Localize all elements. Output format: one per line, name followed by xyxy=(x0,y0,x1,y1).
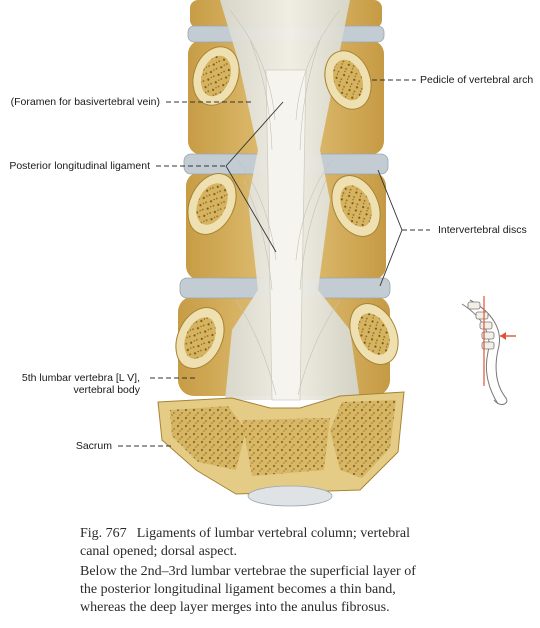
caption-title-line1: Ligaments of lumbar vertebral column; ve… xyxy=(136,526,410,541)
posterior-longitudinal-ligament-shape xyxy=(220,0,360,401)
label-intervertebral-discs: Intervertebral discs xyxy=(438,224,527,236)
caption-title-line2: canal opened; dorsal aspect. xyxy=(80,544,238,559)
figure-number: Fig. 767 xyxy=(80,526,127,541)
orientation-sketch xyxy=(461,296,516,405)
label-pedicle-of-vertebral-arch: Pedicle of vertebral arch xyxy=(420,74,534,86)
caption-desc-line1: Below the 2nd–3rd lumbar vertebrae the s… xyxy=(80,564,416,579)
figure-caption: Fig. 767 Ligaments of lumbar vertebral co… xyxy=(80,525,520,617)
caption-description: Below the 2nd–3rd lumbar vertebrae the s… xyxy=(80,563,520,617)
leader-lines xyxy=(118,79,430,447)
label-posterior-longitudinal-ligament: Posterior longitudinal ligament xyxy=(9,160,150,172)
label-fifth-lumbar-vertebra: 5th lumbar vertebra [L V], vertebral bod… xyxy=(0,372,140,396)
label-fifth-lumbar-vertebra-line1: 5th lumbar vertebra [L V], xyxy=(21,372,140,384)
pedicles xyxy=(175,46,399,369)
label-foramen-basivertebral-vein: (Foramen for basivertebral vein) xyxy=(10,96,160,108)
spine-illustration xyxy=(118,0,516,507)
caption-desc-line3: whereas the deep layer merges into the a… xyxy=(80,600,390,615)
sacrum-shape xyxy=(157,391,405,507)
label-fifth-lumbar-vertebra-line2: vertebral body xyxy=(73,384,140,396)
caption-title: Fig. 767 Ligaments of lumbar vertebral co… xyxy=(80,525,520,561)
label-sacrum: Sacrum xyxy=(75,440,112,452)
caption-desc-line2: the posterior longitudinal ligament beco… xyxy=(80,582,396,597)
